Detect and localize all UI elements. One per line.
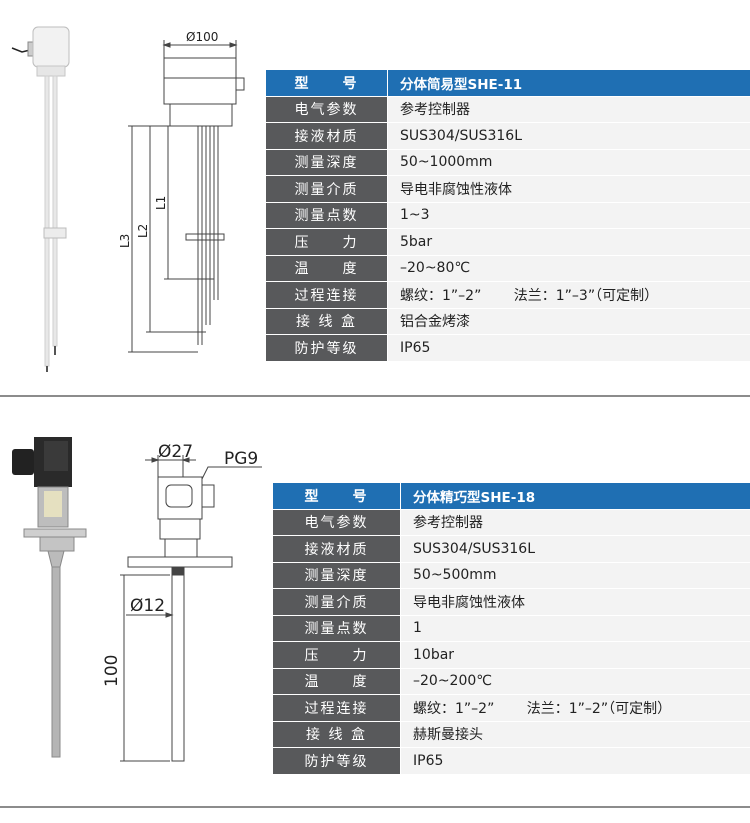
table-row: 型 号分体精巧型SHE-18: [272, 482, 750, 510]
spec-value: –20~80℃: [387, 254, 750, 282]
spec-value: SUS304/SUS316L: [400, 535, 750, 563]
product-1-technical-drawing: [128, 40, 245, 353]
spec-value: SUS304/SUS316L: [387, 122, 750, 150]
spec-value: 分体精巧型SHE-18: [400, 482, 750, 510]
spec-value: –20~200℃: [400, 667, 750, 695]
spec-key: 过程连接: [265, 281, 388, 309]
table-row: 型 号分体简易型SHE-11: [265, 69, 750, 97]
spec-value: 10bar: [400, 641, 750, 669]
spec-value: 50~1000mm: [387, 148, 750, 176]
dimension-l1-label: L1: [154, 196, 168, 210]
product-section-1: Ø100 L1 L2 L3 型 号分体简易型SHE-11 电气参数参考控制器 接…: [0, 0, 750, 395]
product-1-photo: [11, 26, 70, 372]
spec-key: 测量深度: [265, 148, 388, 176]
product-2-technical-drawing: [120, 455, 262, 762]
spec-key: 接液材质: [265, 122, 388, 150]
section-divider-bottom: [0, 806, 750, 808]
product-1-drawing: Ø100 L1 L2 L3: [11, 26, 245, 372]
spec-key: 压 力: [265, 228, 388, 256]
spec-value: 分体简易型SHE-11: [387, 69, 750, 97]
spec-value: 螺纹：1”–2” 法兰：1”–2”（可定制）: [400, 694, 750, 722]
spec-key: 压 力: [272, 641, 401, 669]
spec-value: 5bar: [387, 228, 750, 256]
spec-key: 过程连接: [272, 694, 401, 722]
dimension-l2-label: L2: [136, 224, 150, 238]
product-2-drawing: Ø27 PG9 Ø12 100: [12, 437, 262, 762]
spec-value: 铝合金烤漆: [387, 307, 750, 335]
spec-key: 型 号: [272, 482, 401, 510]
spec-key: 测量点数: [265, 201, 388, 229]
dimension-length-label: 100: [102, 655, 122, 687]
spec-key: 防护等级: [265, 334, 388, 362]
spec-value: 50~500mm: [400, 561, 750, 589]
spec-value: 导电非腐蚀性液体: [387, 175, 750, 203]
spec-key: 测量深度: [272, 561, 401, 589]
spec-key: 接 线 盒: [265, 307, 388, 335]
table-row: 过程连接螺纹：1”–2” 法兰：1”–2”（可定制）: [272, 694, 750, 722]
dimension-diameter-rod-label: Ø12: [130, 596, 165, 616]
spec-value: 参考控制器: [400, 508, 750, 536]
spec-value: 1: [400, 614, 750, 642]
spec-value: IP65: [387, 334, 750, 362]
dimension-connector-label: PG9: [224, 449, 258, 469]
spec-key: 电气参数: [265, 95, 388, 123]
spec-key: 测量介质: [272, 588, 401, 616]
table-row: 接 线 盒铝合金烤漆: [265, 307, 750, 335]
spec-key: 温 度: [265, 254, 388, 282]
spec-key: 测量介质: [265, 175, 388, 203]
table-row: 测量介质导电非腐蚀性液体: [272, 588, 750, 616]
table-row: 电气参数参考控制器: [265, 95, 750, 123]
table-row: 温 度–20~80℃: [265, 254, 750, 282]
spec-key: 防护等级: [272, 747, 401, 775]
spec-key: 温 度: [272, 667, 401, 695]
spec-value: 参考控制器: [387, 95, 750, 123]
spec-key: 接 线 盒: [272, 720, 401, 748]
spec-value: IP65: [400, 747, 750, 775]
spec-value: 赫斯曼接头: [400, 720, 750, 748]
table-row: 温 度–20~200℃: [272, 667, 750, 695]
table-row: 电气参数参考控制器: [272, 508, 750, 536]
spec-value: 1~3: [387, 201, 750, 229]
table-row: 过程连接螺纹：1”–2” 法兰：1”–3”（可定制）: [265, 281, 750, 309]
dimension-diameter-label: Ø100: [186, 30, 218, 44]
dimension-l3-label: L3: [118, 234, 132, 248]
spec-key: 型 号: [265, 69, 388, 97]
spec-key: 电气参数: [272, 508, 401, 536]
spec-value: 螺纹：1”–2” 法兰：1”–3”（可定制）: [387, 281, 750, 309]
table-row: 测量介质导电非腐蚀性液体: [265, 175, 750, 203]
dimension-diameter-top-label: Ø27: [158, 442, 193, 462]
section-divider: [0, 395, 750, 397]
spec-key: 测量点数: [272, 614, 401, 642]
table-row: 接 线 盒赫斯曼接头: [272, 720, 750, 748]
product-section-2: Ø27 PG9 Ø12 100 型 号分体精巧型SHE-18 电气参数参考控制器…: [0, 397, 750, 823]
spec-key: 接液材质: [272, 535, 401, 563]
product-2-photo: [12, 437, 87, 758]
spec-value: 导电非腐蚀性液体: [400, 588, 750, 616]
